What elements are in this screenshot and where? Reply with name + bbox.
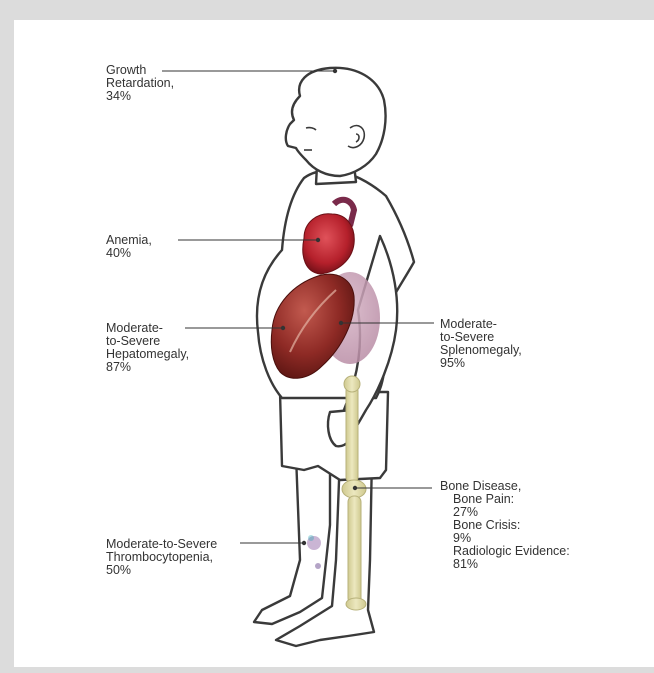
label-growth-retardation: Growth Retardation, 34% — [106, 64, 174, 103]
label-bone-disease: Bone Disease, Bone Pain: 27% Bone Crisis… — [440, 480, 570, 571]
label-line: 87% — [106, 361, 189, 374]
label-splenomegaly: Moderate- to-Severe Splenomegaly, 95% — [440, 318, 522, 370]
label-line: 34% — [106, 90, 174, 103]
label-line: 50% — [106, 564, 217, 577]
label-line: 40% — [106, 247, 152, 260]
label-thrombocytopenia: Moderate-to-Severe Thrombocytopenia, 50% — [106, 538, 217, 577]
label-line: 81% — [440, 558, 570, 571]
label-hepatomegaly: Moderate- to-Severe Hepatomegaly, 87% — [106, 322, 189, 374]
label-line: 95% — [440, 357, 522, 370]
label-anemia: Anemia, 40% — [106, 234, 152, 260]
